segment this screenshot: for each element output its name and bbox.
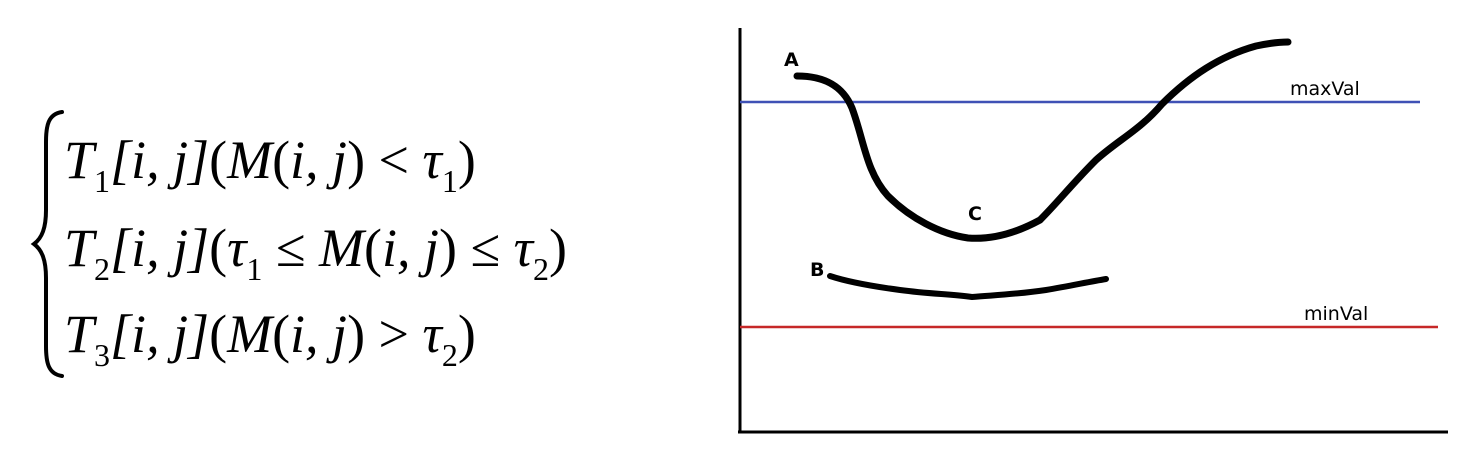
curve-b bbox=[827, 273, 1109, 300]
formula-case-3-text: T3[i, j](M(i, j) > τ2) bbox=[64, 304, 476, 373]
point-label-a: A bbox=[784, 49, 799, 71]
formula-case-2-text: T2[i, j](τ1 ≤ M(i, j) ≤ τ2) bbox=[64, 218, 567, 287]
left-brace bbox=[30, 110, 64, 378]
threshold-graph: A B C maxVal minVal bbox=[738, 28, 1448, 434]
formula-case-3: T3[i, j](M(i, j) > τ2) bbox=[64, 304, 476, 373]
curve-a-c bbox=[793, 38, 1292, 242]
piecewise-formula: T1[i, j](M(i, j) < τ1) T2[i, j](τ1 ≤ M(i… bbox=[30, 110, 567, 378]
max-threshold-label: maxVal bbox=[1290, 78, 1360, 100]
min-threshold-label: minVal bbox=[1304, 303, 1368, 325]
formula-case-1: T1[i, j](M(i, j) < τ1) bbox=[64, 130, 476, 199]
point-label-c: C bbox=[968, 203, 982, 225]
formula-case-2: T2[i, j](τ1 ≤ M(i, j) ≤ τ2) bbox=[64, 218, 567, 287]
point-label-b: B bbox=[810, 259, 824, 281]
formula-case-1-text: T1[i, j](M(i, j) < τ1) bbox=[64, 130, 476, 199]
